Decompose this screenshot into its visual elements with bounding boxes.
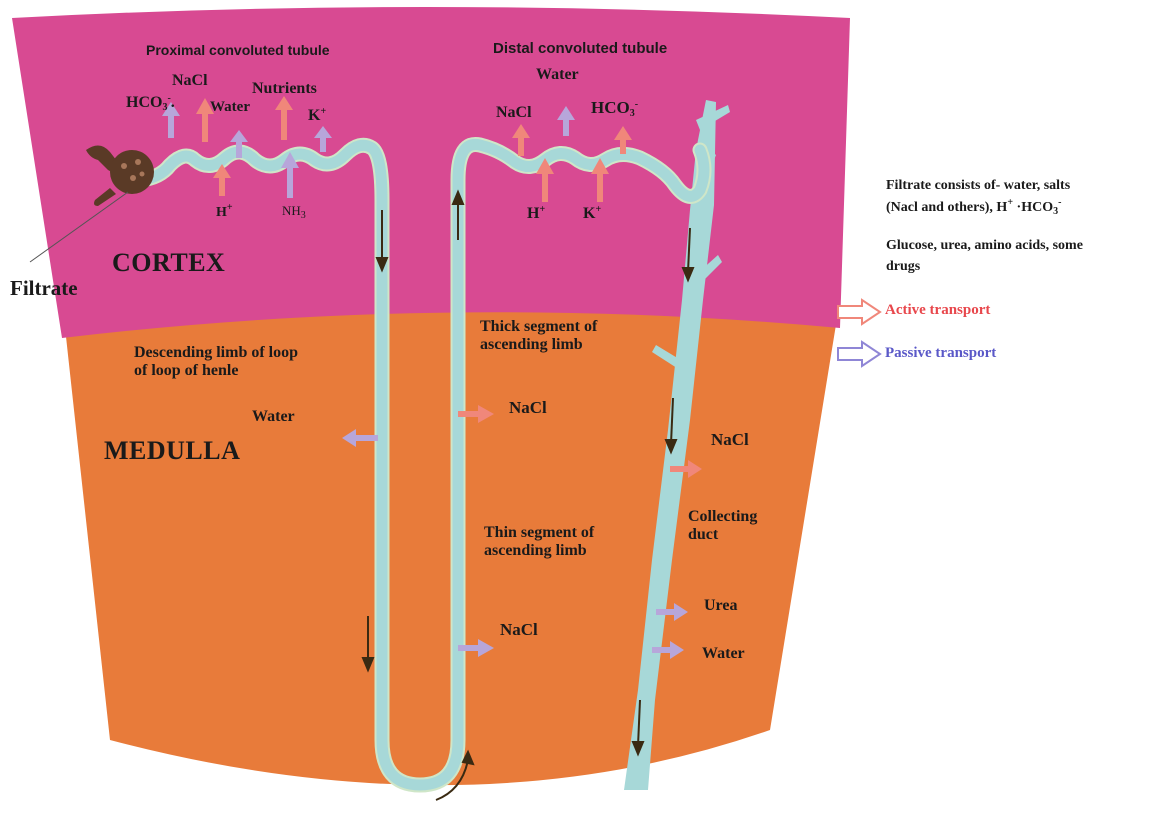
- medulla-label: MEDULLA: [104, 436, 240, 466]
- filtrate-label: Filtrate: [10, 276, 78, 300]
- pct-nacl-label: NaCl: [172, 72, 208, 90]
- collecting-nacl-label: NaCl: [711, 430, 749, 450]
- thin-ascending-nacl-label: NaCl: [500, 620, 538, 640]
- pct-h-label: H+: [216, 202, 233, 221]
- pct-k-label: K+: [308, 106, 326, 125]
- pct-hco3-label: HCO3-.: [126, 93, 175, 114]
- filtrate-notes: Filtrate consists of- water, salts (Nacl…: [886, 176, 1070, 220]
- descending-water-label: Water: [252, 408, 295, 426]
- dct-hco3-label: HCO3-: [591, 98, 638, 120]
- dct-h-label: H+: [527, 204, 545, 223]
- legend-active-arrow-icon: [838, 300, 880, 324]
- filtrate-notes-2: Glucose, urea, amino acids, some drugs: [886, 235, 1083, 277]
- pct-title: Proximal convoluted tubule: [146, 42, 330, 58]
- collecting-water-label: Water: [702, 645, 745, 663]
- pct-nutrients-label: Nutrients: [252, 80, 317, 98]
- collecting-urea-label: Urea: [704, 597, 737, 615]
- pct-nh3-label: NH3: [282, 204, 306, 222]
- dct-water-label: Water: [536, 66, 579, 84]
- pct-water-label: Water: [210, 99, 250, 116]
- cortex-label: CORTEX: [112, 248, 225, 278]
- legend-passive-arrow-icon: [838, 342, 880, 366]
- dct-title: Distal convoluted tubule: [493, 40, 667, 57]
- legend-passive-label: Passive transport: [885, 345, 996, 362]
- dct-nacl-label: NaCl: [496, 104, 532, 122]
- thick-ascending-nacl-label: NaCl: [509, 398, 547, 418]
- legend-active-label: Active transport: [885, 302, 990, 319]
- dct-k-label: K+: [583, 204, 601, 223]
